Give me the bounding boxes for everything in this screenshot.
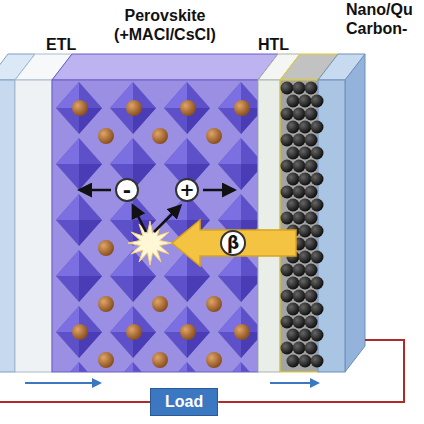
layer-name: ETL	[44, 34, 78, 55]
layer-name: Nano/Qu Carbon-	[346, 0, 420, 38]
electrode-layer	[318, 54, 365, 372]
charge-arrows	[80, 190, 234, 232]
layer-label: ETL	[44, 34, 78, 55]
cation-spheres	[72, 100, 250, 368]
charge-symbol: β	[227, 235, 239, 252]
carbon-electrode: Nano/Qu Carbon-	[300, 0, 420, 372]
perovskite-layer: Perovskite (+MACl/CsCl) - + β	[52, 6, 278, 372]
beta-particle: β	[220, 230, 246, 256]
charge-symbol: -	[123, 180, 131, 200]
circuit-wire	[218, 372, 404, 402]
load-box: Load	[150, 388, 218, 416]
ionization-burst	[128, 221, 172, 265]
electron-charge: -	[115, 178, 139, 202]
current-arrows	[25, 383, 318, 384]
return-wire	[0, 401, 150, 403]
carbon-particles	[281, 82, 324, 368]
layer-name: HTL	[256, 34, 291, 55]
layer-label: HTL	[256, 34, 291, 55]
perovskite-layer	[52, 54, 278, 372]
beta-arrow	[172, 220, 296, 266]
charge-symbol: +	[179, 181, 194, 199]
layer-name: Perovskite (+MACl/CsCl)	[101, 6, 229, 44]
electrode-wire	[365, 340, 404, 372]
hole-charge: +	[175, 178, 199, 202]
load-label: Load	[165, 393, 203, 411]
